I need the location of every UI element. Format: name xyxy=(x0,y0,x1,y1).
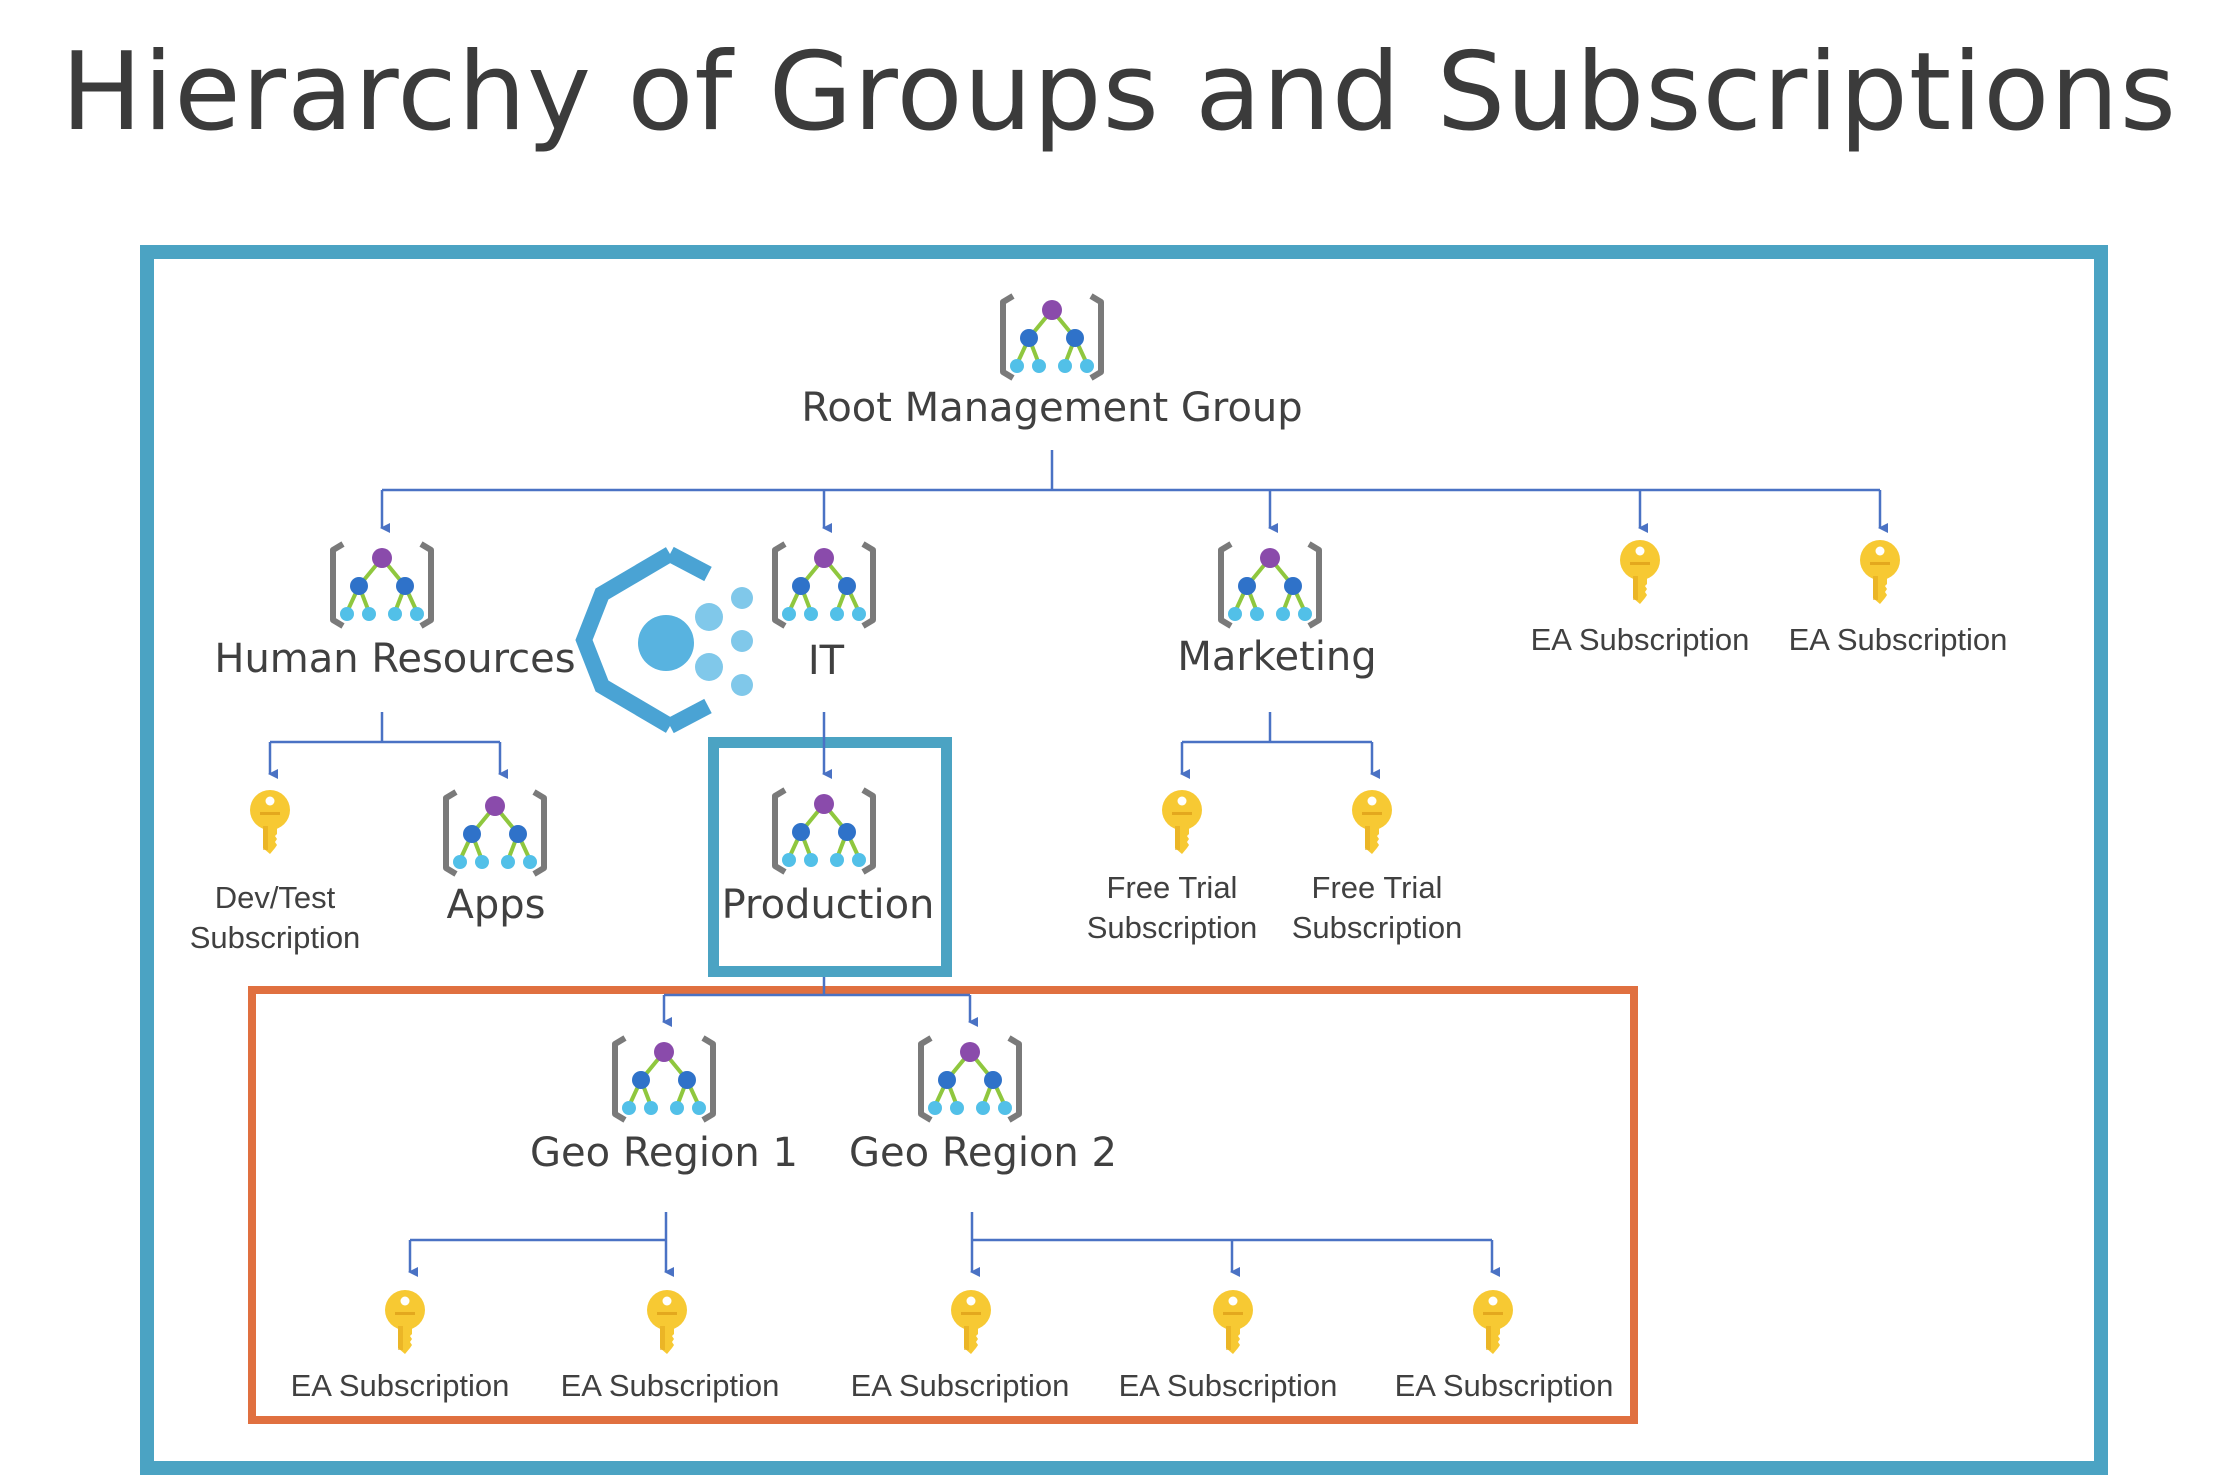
production-label: Production xyxy=(721,882,935,928)
management-group-icon xyxy=(769,786,879,876)
management-group-icon xyxy=(327,540,437,630)
ea-subscription-label: EA Subscription xyxy=(1788,622,2008,657)
geo-regions-highlight-box xyxy=(248,986,1638,1424)
devtest-subscription-label: Dev/Test Subscription xyxy=(189,880,361,955)
geo-region-2-label: Geo Region 2 xyxy=(849,1130,1117,1176)
ea-subscription-label: EA Subscription xyxy=(1394,1368,1614,1403)
management-group-icon xyxy=(769,540,879,630)
free-trial-subscription-label: Free Trial Subscription xyxy=(1291,870,1463,945)
key-icon xyxy=(642,1290,692,1360)
it-label: IT xyxy=(807,638,845,684)
geo-region-1-label: Geo Region 1 xyxy=(530,1130,798,1176)
ea-subscription-label: EA Subscription xyxy=(560,1368,780,1403)
key-icon xyxy=(380,1290,430,1360)
hexagon-logo-icon xyxy=(575,546,753,734)
key-icon xyxy=(1468,1290,1518,1360)
ea-subscription-label: EA Subscription xyxy=(290,1368,510,1403)
key-icon xyxy=(1615,540,1665,610)
management-group-icon xyxy=(997,292,1107,382)
management-group-icon xyxy=(440,788,550,878)
free-trial-subscription-label: Free Trial Subscription xyxy=(1086,870,1258,945)
management-group-icon xyxy=(915,1034,1025,1124)
key-icon xyxy=(1157,790,1207,860)
production-highlight-box xyxy=(708,737,952,977)
page-title: Hierarchy of Groups and Subscriptions xyxy=(61,30,2177,155)
management-group-icon xyxy=(1215,540,1325,630)
key-icon xyxy=(1208,1290,1258,1360)
key-icon xyxy=(1347,790,1397,860)
key-icon xyxy=(1855,540,1905,610)
marketing-label: Marketing xyxy=(1177,634,1377,680)
key-icon xyxy=(946,1290,996,1360)
root-management-group-label: Root Management Group xyxy=(801,385,1303,431)
key-icon xyxy=(245,790,295,860)
ea-subscription-label: EA Subscription xyxy=(850,1368,1070,1403)
management-group-icon xyxy=(609,1034,719,1124)
apps-label: Apps xyxy=(446,882,546,928)
ea-subscription-label: EA Subscription xyxy=(1118,1368,1338,1403)
human-resources-label: Human Resources xyxy=(214,636,576,682)
ea-subscription-label: EA Subscription xyxy=(1530,622,1750,657)
